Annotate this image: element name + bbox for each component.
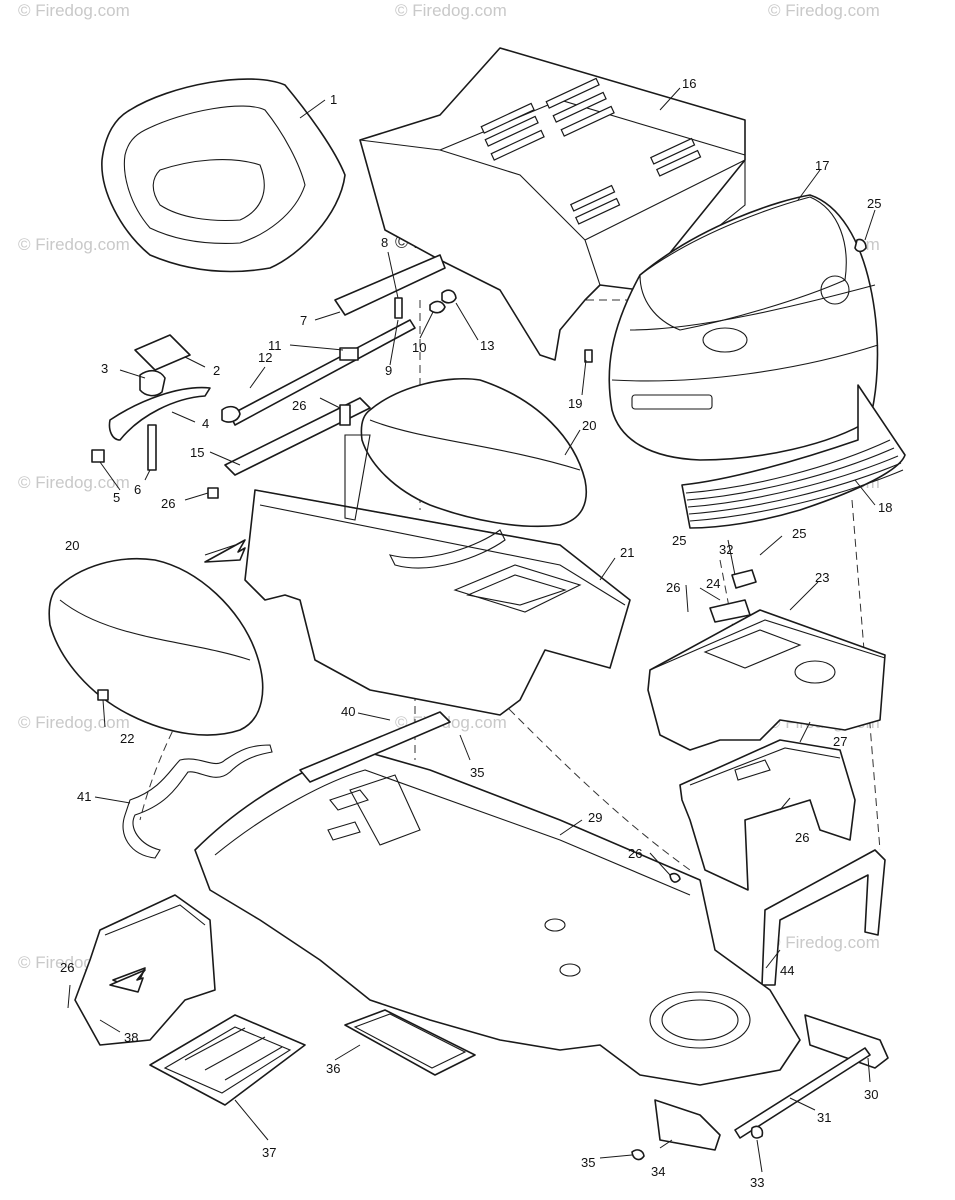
battery-tray-part [149,1014,306,1106]
callout-label: 11 [268,338,282,353]
callout-label: 30 [864,1087,878,1102]
arrow-icon [204,539,246,563]
mounting-bracket-part [679,739,856,891]
callout-label: 25 [672,533,686,548]
dash-panel-part [647,569,886,751]
callout-label: 41 [77,789,91,804]
callout-label: 1 [330,92,337,107]
callout-label: 35 [470,765,484,780]
step-bracket-group [122,711,451,859]
callout-label: 26 [292,398,306,413]
watermark-text: © Firedog.com [768,1,880,20]
callout-label: 15 [190,445,204,460]
callout-label: 22 [120,731,134,746]
pivot-hardware-group [91,238,867,701]
rear-linkage-group [631,872,889,1161]
main-chassis-part [194,749,801,1086]
callout-label: 32 [719,542,733,557]
callout-label: 5 [113,490,120,505]
callout-label: 27 [833,734,847,749]
callout-label: 26 [628,846,642,861]
callout-label: 34 [651,1164,665,1179]
watermark-text: © Firedog.com [395,1,507,20]
callout-label: 20 [582,418,596,433]
callout-label: 33 [750,1175,764,1190]
callout-label: 25 [867,196,881,211]
right-fender-part [360,377,587,528]
callout-label: 8 [381,235,388,250]
callout-label: 10 [412,340,426,355]
callout-label: 17 [815,158,829,173]
callout-label: 26 [161,496,175,511]
callout-label: 40 [341,704,355,719]
seat-part [101,78,346,273]
callout-label: 38 [124,1030,138,1045]
body-frame-part [244,434,631,716]
callout-label: 3 [101,361,108,376]
grille-part [681,384,906,529]
watermark-text: © Firedog.com [18,235,130,254]
callout-label: 24 [706,576,720,591]
floor-mat-part [344,1009,476,1076]
arrow-icon [109,969,146,993]
watermark-text: © Firedog.com [18,1,130,20]
callout-label: 23 [815,570,829,585]
callout-label: 31 [817,1110,831,1125]
callout-label: 9 [385,363,392,378]
callout-label: 26 [795,830,809,845]
callout-label: 18 [878,500,892,515]
callout-labels: 1 2 3 4 5 6 7 8 9 10 11 12 13 15 16 17 1… [60,76,892,1190]
callout-label: 12 [258,350,272,365]
callout-label: 36 [326,1061,340,1076]
callout-label: 25 [792,526,806,541]
callout-label: 26 [666,580,680,595]
callout-label: 6 [134,482,141,497]
watermark-text: © Firedog.com [18,473,130,492]
callout-label: 16 [682,76,696,91]
callout-label: 44 [780,963,794,978]
callout-label: 29 [588,810,602,825]
callout-label: 35 [581,1155,595,1170]
callout-label: 37 [262,1145,276,1160]
callout-label: 26 [60,960,74,975]
leader-lines [67,87,876,1173]
watermark-text: © Firedog.com [768,933,880,952]
callout-label: 20 [65,538,79,553]
callout-label: 4 [202,416,209,431]
callout-label: 2 [213,363,220,378]
front-support-part [761,849,886,986]
callout-label: 21 [620,545,634,560]
rear-body-panel [359,47,746,361]
callout-label: 19 [568,396,582,411]
callout-label: 7 [300,313,307,328]
watermark-text: © Firedog.com [18,713,130,732]
left-fender-part [48,557,264,736]
callout-label: 13 [480,338,494,353]
